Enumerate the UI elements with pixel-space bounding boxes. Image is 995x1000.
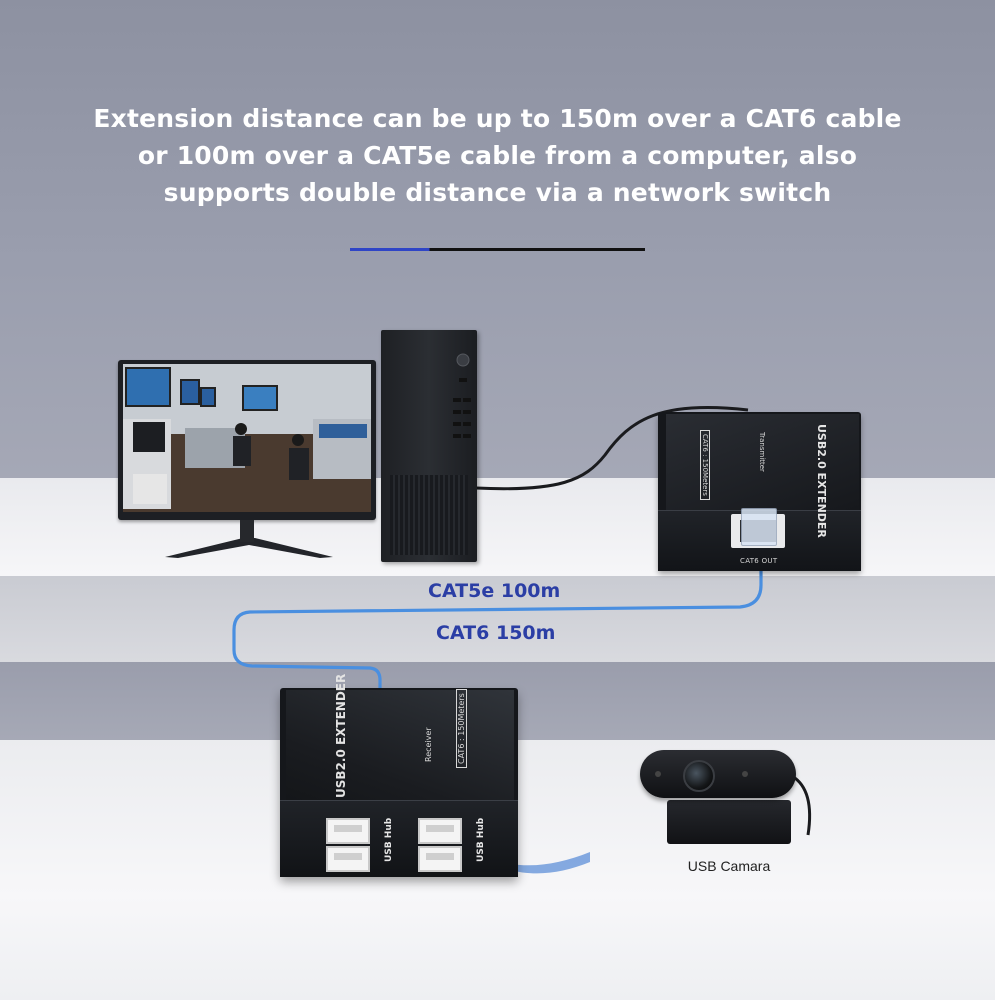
divider-rule — [350, 248, 645, 251]
usb-port-4 — [418, 846, 462, 872]
transmitter-role: Transmitter — [758, 432, 766, 472]
usb-port-2 — [326, 846, 370, 872]
transmitter-top — [666, 414, 859, 510]
upper-shelf-front — [0, 576, 995, 662]
headline-line-3: supports double distance via a network s… — [163, 178, 832, 207]
monitor-screen — [123, 364, 371, 512]
network-cable — [232, 545, 763, 692]
transmitter-spec: CAT6 : 150Meters — [700, 430, 710, 500]
headline: Extension distance can be up to 150m ove… — [90, 100, 905, 211]
receiver-spec: CAT6 : 150Meters — [456, 689, 467, 768]
cat6-distance-label: CAT6 150m — [436, 622, 556, 644]
control-room-illustration — [123, 364, 371, 512]
receiver-front — [280, 800, 518, 877]
webcam-clip — [667, 800, 791, 844]
usb-hub-label-left: USB Hub — [384, 817, 394, 862]
webcam-lens-icon — [683, 760, 715, 792]
cat5e-distance-label: CAT5e 100m — [428, 580, 561, 602]
pc-tower-grille — [390, 475, 468, 555]
transmitter-port-label: CAT6 OUT — [740, 557, 778, 565]
receiver-role: Receiver — [424, 727, 433, 762]
transmitter-brand: USB2.0 EXTENDER — [815, 424, 828, 538]
usb-hub-label-right: USB Hub — [476, 817, 486, 862]
webcam-body — [640, 750, 796, 798]
headline-line-2: or 100m over a CAT5e cable from a comput… — [137, 141, 858, 170]
monitor-stand-neck — [240, 520, 254, 542]
headline-line-1: Extension distance can be up to 150m ove… — [93, 104, 902, 133]
usb-cable-pc-to-transmitter — [475, 405, 749, 491]
pc-tower-details — [453, 353, 471, 438]
usb-port-1 — [326, 818, 370, 844]
receiver-brand: USB2.0 EXTENDER — [334, 673, 348, 798]
rj45-plug — [741, 508, 777, 546]
webcam-cable — [791, 774, 812, 836]
monitor-stand-base-shape — [165, 538, 333, 558]
webcam-mics — [655, 771, 748, 777]
receiver-top — [286, 690, 514, 800]
usb-port-3 — [418, 818, 462, 844]
webcam-label: USB Camara — [687, 858, 771, 874]
